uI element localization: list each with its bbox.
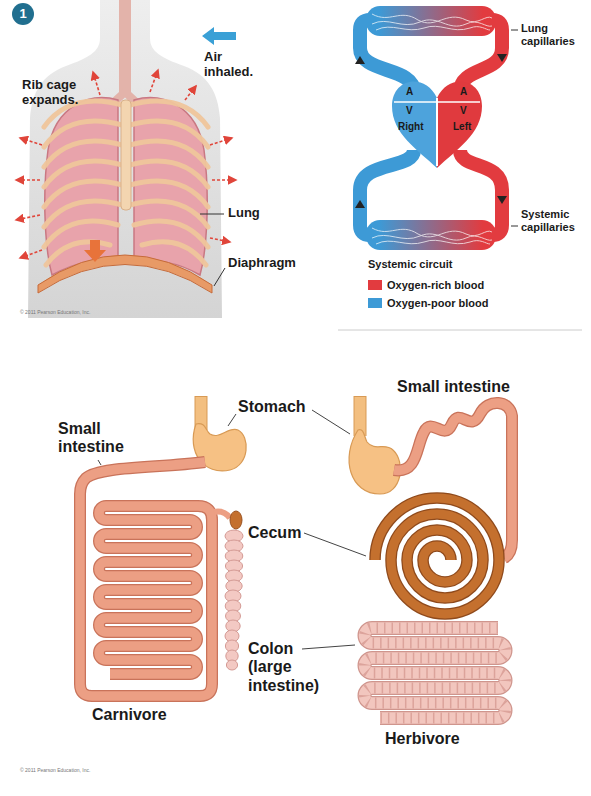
- septum: [436, 98, 438, 166]
- chamber-label: A: [406, 86, 413, 98]
- chamber-label: A: [460, 86, 467, 98]
- capillary-bed: [366, 220, 496, 250]
- chamber-label: V: [460, 105, 467, 117]
- stomach-shape: [349, 430, 400, 494]
- legend-swatch: [368, 280, 382, 290]
- trachea: [119, 0, 131, 92]
- part-label: Small intestine: [397, 378, 510, 396]
- capillary-mesh: [372, 228, 492, 244]
- part-label: Stomach: [238, 398, 306, 416]
- legend: Oxygen-rich bloodOxygen-poor blood: [368, 276, 488, 312]
- colon-shape: [365, 628, 506, 718]
- leader-line: [98, 460, 101, 465]
- heart-right: [392, 81, 437, 168]
- expansion-arrow: [93, 72, 100, 95]
- air-arrow: [202, 27, 236, 45]
- legend-text: Oxygen-rich blood: [387, 279, 484, 291]
- legend-row: Oxygen-poor blood: [368, 294, 488, 312]
- part-label: Colon (large intestine): [248, 640, 336, 695]
- leader-line: [511, 30, 518, 31]
- cecum-spiral: [375, 498, 499, 614]
- digestive-comparison: [80, 396, 512, 718]
- flow-arrow: [355, 56, 365, 64]
- capillary-mesh: [372, 14, 492, 30]
- part-label: Lung: [228, 206, 260, 221]
- leader-line: [214, 268, 225, 286]
- expansion-arrow: [20, 138, 42, 145]
- expansion-arrow: [20, 250, 42, 258]
- side-label: Left: [453, 121, 471, 133]
- animal-label: Carnivore: [92, 706, 167, 724]
- down-arrow: [84, 240, 106, 262]
- legend-swatch: [368, 298, 382, 308]
- part-label: Cecum: [248, 524, 301, 542]
- copyright-note: © 2011 Pearson Education, Inc.: [20, 768, 90, 774]
- leader-line: [511, 226, 518, 227]
- chamber-label: V: [406, 105, 413, 117]
- panel-rule: [338, 330, 582, 331]
- expansion-arrow: [150, 70, 158, 92]
- sternum: [121, 100, 131, 210]
- leader-line: [228, 414, 236, 426]
- copyright-note: © 2011 Pearson Education, Inc.: [20, 310, 90, 316]
- rib: [44, 221, 208, 247]
- expansion-arrow: [16, 215, 40, 220]
- intestine-junction: [214, 512, 230, 518]
- body-silhouette: [28, 0, 222, 318]
- colon-shape: [365, 628, 506, 718]
- leader-line: [302, 645, 355, 649]
- callout-circle: [12, 3, 34, 25]
- circuit-title: Systemic circuit: [368, 258, 452, 271]
- diaphragm-shape: [38, 255, 212, 293]
- leader-line: [312, 410, 350, 434]
- flow-arrow: [355, 200, 365, 208]
- expansion-arrow: [185, 86, 196, 100]
- circulation-diagram: [338, 6, 582, 330]
- capillary-bed: [366, 6, 496, 36]
- expansion-arrow: [210, 138, 232, 145]
- animal-label: Herbivore: [385, 730, 460, 748]
- heart-left: [437, 81, 482, 168]
- valve-line: [394, 101, 480, 103]
- callout-number: 1: [12, 3, 34, 25]
- part-label: Rib cage expands.: [22, 78, 94, 108]
- small-intestine-shape: [80, 462, 212, 696]
- legend-text: Oxygen-poor blood: [387, 297, 488, 309]
- cecum-spiral: [375, 498, 499, 614]
- expansion-arrow: [212, 179, 236, 181]
- side-label: Right: [398, 121, 424, 133]
- legend-row: Oxygen-rich blood: [368, 276, 488, 294]
- expansion-arrow: [16, 179, 40, 181]
- part-label: Lung capillaries: [521, 22, 587, 47]
- breathing-figure: [16, 0, 236, 318]
- part-label: Small intestine: [58, 420, 138, 457]
- part-label: Diaphragm: [228, 256, 296, 271]
- colon-shape: [225, 530, 243, 670]
- leader-line: [304, 533, 366, 556]
- part-label: Air inhaled.: [204, 50, 262, 80]
- colon-segments: [365, 628, 506, 718]
- expansion-arrow: [210, 238, 230, 242]
- flow-arrow: [497, 196, 507, 204]
- part-label: Systemic capillaries: [521, 208, 587, 233]
- cecum-shape: [230, 511, 242, 529]
- flow-arrow: [497, 54, 507, 62]
- expansion-arrows: [16, 70, 236, 258]
- callout-text: 1: [19, 7, 26, 21]
- leader-line: [200, 214, 224, 215]
- leader-lines: [98, 410, 366, 649]
- small-intestine-shape: [80, 462, 212, 696]
